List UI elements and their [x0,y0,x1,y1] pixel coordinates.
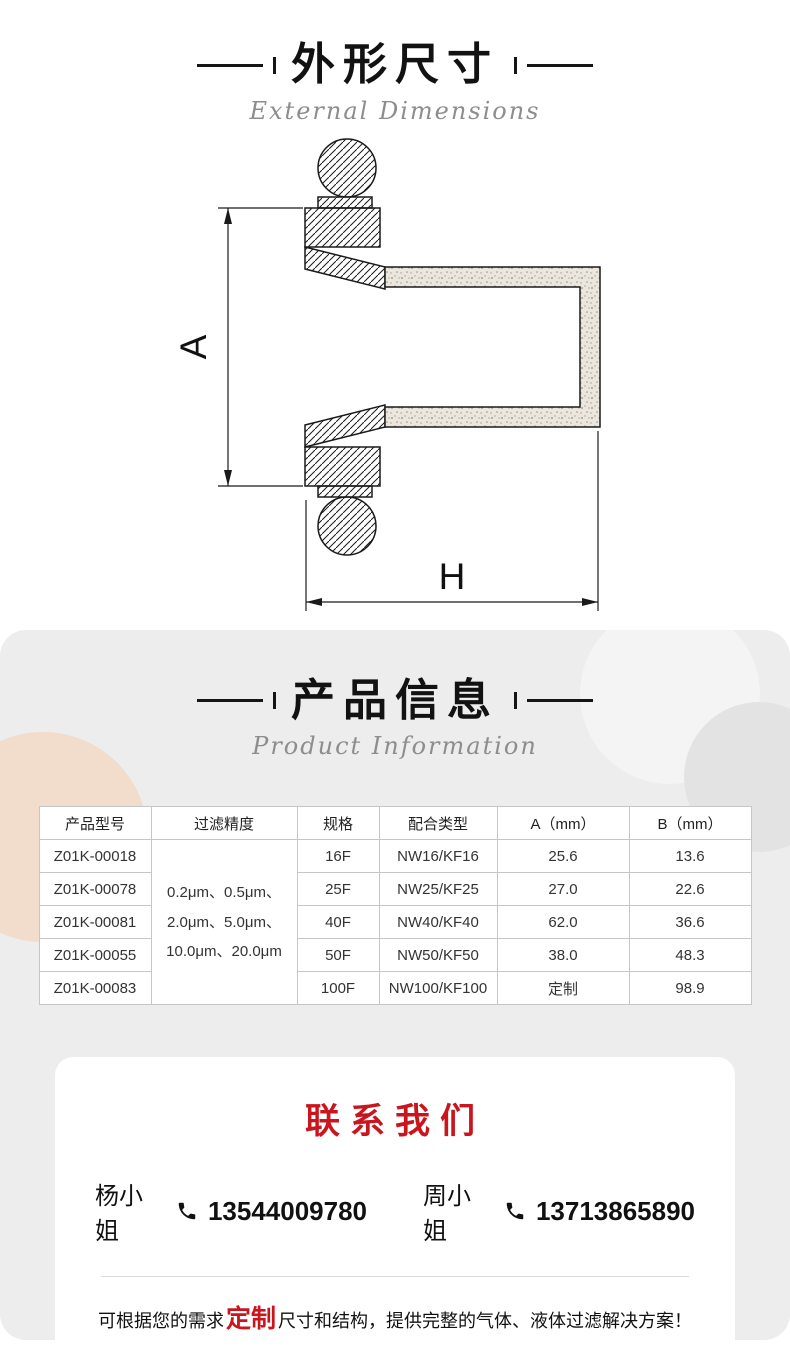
cell-a: 38.0 [496,938,630,973]
cell-b: 48.3 [628,938,752,973]
phone-icon [176,1200,198,1222]
dimension-a-arrow-bottom [224,469,232,486]
column-header: A（mm） [496,806,630,841]
top-step [317,195,373,209]
cell-model: Z01K-00078 [38,872,152,907]
dimensions-title: 外形尺寸 [291,40,499,89]
dimensions-heading: 外形尺寸 External Dimensions [0,0,790,125]
product-subtitle: Product Information [252,732,538,761]
cell-spec: 16F [296,839,380,874]
contact-item: 周小姐 13713865890 [423,1176,695,1246]
cell-mate: NW16/KF16 [378,839,498,874]
cell-b: 36.6 [628,905,752,940]
cell-mate: NW50/KF50 [378,938,498,973]
column-header: 规格 [296,806,380,841]
dimension-h [305,430,599,611]
top-flange-block [304,206,381,248]
cell-a: 62.0 [496,905,630,940]
column-header: 配合类型 [378,806,498,841]
dimension-h-label: H [439,556,466,597]
cell-b: 22.6 [628,872,752,907]
technical-drawing: A H [173,137,601,611]
contact-title: 联系我们 [304,1102,485,1142]
dimension-a-label: A [173,334,214,359]
title-decoration-left [197,56,276,74]
dimension-h-arrow-right [582,597,598,606]
dimension-a-arrow-top [224,207,232,224]
product-heading: 产品信息 Product Information [0,630,790,761]
cell-spec: 40F [296,905,380,940]
cell-spec: 25F [296,872,380,907]
top-oring [317,137,377,198]
note-prefix: 可根据您的需求 [97,1311,224,1332]
cell-a: 25.6 [496,839,630,874]
external-dimensions-section: 外形尺寸 External Dimensions [0,0,790,630]
contact-phone: 13544009780 [207,1195,367,1226]
note-suffix: 尺寸和结构，提供完整的气体、液体过滤解决方案！ [278,1311,692,1332]
bottom-flange-block [304,445,381,487]
cell-filter-precision: 0.2μm、0.5μm、 2.0μm、5.0μm、 10.0μm、20.0μm [150,839,298,1006]
bottom-oring [317,495,377,556]
cell-mate: NW100/KF100 [378,971,498,1006]
title-decoration-right [514,56,593,74]
filter-tube [384,265,601,428]
cell-model: Z01K-00081 [38,905,152,940]
dimension-a [218,206,303,487]
cell-model: Z01K-00018 [38,839,152,874]
bottom-cone [304,403,386,448]
column-header: B（mm） [628,806,752,841]
note-highlight: 定制 [225,1305,276,1334]
cell-spec: 50F [296,938,380,973]
contact-item: 杨小姐 13544009780 [95,1176,367,1246]
cell-spec: 100F [296,971,380,1006]
customization-note: 可根据您的需求定制尺寸和结构，提供完整的气体、液体过滤解决方案！ [95,1299,695,1335]
bottom-step [317,484,373,498]
cell-b: 13.6 [628,839,752,874]
contact-name: 杨小姐 [95,1183,143,1246]
cell-model: Z01K-00055 [38,938,152,973]
cell-mate: NW40/KF40 [378,905,498,940]
column-header: 过滤精度 [150,806,298,841]
top-cone [304,245,386,290]
contact-name: 周小姐 [423,1183,471,1246]
flange-cross-section [304,137,601,556]
contact-card: 联系我们 杨小姐 13544009780 周小姐 137 [55,1057,735,1340]
cell-a: 27.0 [496,872,630,907]
divider [101,1276,689,1278]
contact-row: 杨小姐 13544009780 周小姐 13713865890 [95,1176,695,1246]
phone-icon [504,1200,526,1222]
column-header: 产品型号 [38,806,152,841]
cell-mate: NW25/KF25 [378,872,498,907]
product-title: 产品信息 [291,675,499,725]
cell-model: Z01K-00083 [38,971,152,1006]
dimensions-subtitle: External Dimensions [249,96,541,125]
title-decoration-right [514,692,593,710]
cell-b: 98.9 [628,971,752,1006]
contact-phone: 13713865890 [535,1195,695,1226]
cell-a: 定制 [496,971,630,1006]
dimension-h-arrow-left [306,597,322,606]
title-decoration-left [197,692,276,710]
